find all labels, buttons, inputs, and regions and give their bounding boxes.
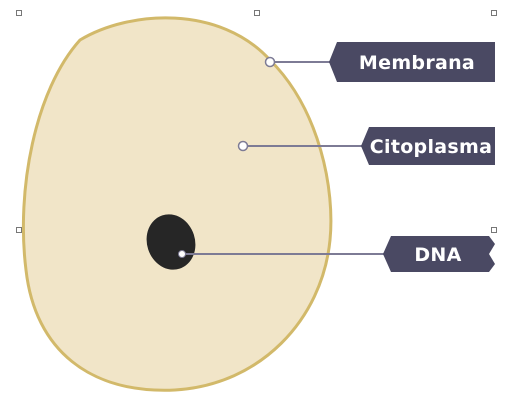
- dna-label[interactable]: DNA: [383, 236, 495, 272]
- membrane-label-box: [329, 42, 495, 82]
- selection-handles: [16, 10, 497, 233]
- cytoplasm-endpoint-circle-dot-icon: [237, 140, 249, 152]
- handle-top-right-square-handle-icon[interactable]: [491, 10, 497, 16]
- handle-top-left-square-handle-icon[interactable]: [16, 10, 22, 16]
- membrane-label[interactable]: Membrana: [329, 42, 495, 82]
- handle-middle-right-square-handle-icon[interactable]: [491, 227, 497, 233]
- membrane-endpoint-circle-dot-icon: [264, 56, 276, 68]
- cytoplasm-label-box: [361, 127, 495, 165]
- handle-middle-left-square-handle-icon[interactable]: [16, 227, 22, 233]
- cytoplasm-label[interactable]: Citoplasma: [361, 127, 495, 165]
- dna-label-box: [383, 236, 495, 272]
- cell-membrane[interactable]: [21, 16, 333, 392]
- handle-top-center-square-handle-icon[interactable]: [254, 10, 260, 16]
- dna-endpoint-circle-dot-icon: [178, 250, 186, 258]
- cytoplasm-label-text: Citoplasma: [370, 136, 492, 158]
- dna-label-text: DNA: [414, 244, 461, 266]
- membrane-label-text: Membrana: [359, 52, 475, 74]
